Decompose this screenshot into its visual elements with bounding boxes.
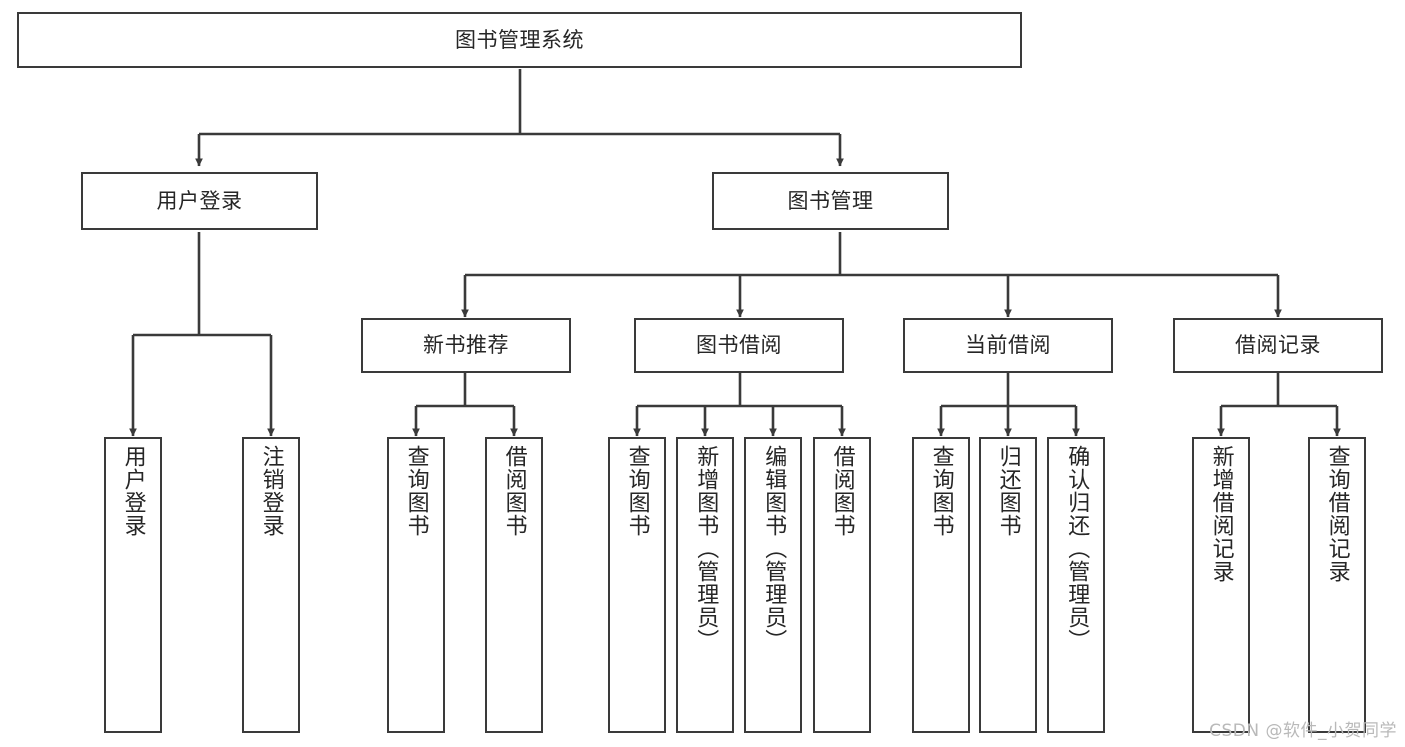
node-borrow-records[interactable]: 借阅记录: [1173, 318, 1383, 373]
leaf-edit-book-admin[interactable]: 编辑图书（管理员）: [744, 437, 802, 733]
node-label: 归还图书: [995, 445, 1021, 537]
leaf-query-borrow-record[interactable]: 查询借阅记录: [1308, 437, 1366, 733]
leaf-user-login[interactable]: 用户登录: [104, 437, 162, 733]
node-new-book-recommend[interactable]: 新书推荐: [361, 318, 571, 373]
node-label: 图书借阅: [696, 333, 782, 357]
node-label: 新书推荐: [423, 333, 509, 357]
node-label: 查询图书: [624, 445, 650, 537]
node-label: 借阅图书: [829, 445, 855, 537]
node-label: 编辑图书（管理员）: [761, 445, 787, 652]
csdn-watermark: CSDN @软件_小贺同学: [1209, 721, 1397, 741]
leaf-query-book-borrow[interactable]: 查询图书: [608, 437, 666, 733]
leaf-add-borrow-record[interactable]: 新增借阅记录: [1192, 437, 1250, 733]
node-label: 图书管理系统: [455, 27, 584, 52]
node-label: 确认归还（管理员）: [1064, 445, 1090, 652]
node-label: 借阅记录: [1235, 333, 1321, 357]
leaf-borrow-book[interactable]: 借阅图书: [813, 437, 871, 733]
node-current-borrow[interactable]: 当前借阅: [903, 318, 1113, 373]
node-label: 查询借阅记录: [1324, 445, 1350, 583]
node-user-login[interactable]: 用户登录: [81, 172, 318, 230]
leaf-borrow-book-recommend[interactable]: 借阅图书: [485, 437, 543, 733]
leaf-add-book-admin[interactable]: 新增图书（管理员）: [676, 437, 734, 733]
node-label: 用户登录: [156, 188, 243, 213]
node-label: 借阅图书: [501, 445, 527, 537]
leaf-confirm-return-admin[interactable]: 确认归还（管理员）: [1047, 437, 1105, 733]
leaf-query-book-current[interactable]: 查询图书: [912, 437, 970, 733]
node-label: 注销登录: [258, 445, 284, 537]
leaf-logout[interactable]: 注销登录: [242, 437, 300, 733]
leaf-return-book[interactable]: 归还图书: [979, 437, 1037, 733]
node-label: 当前借阅: [965, 333, 1051, 357]
node-label: 图书管理: [787, 188, 874, 213]
node-label: 新增借阅记录: [1208, 445, 1234, 583]
node-label: 新增图书（管理员）: [693, 445, 719, 652]
node-label: 查询图书: [928, 445, 954, 537]
node-book-borrow[interactable]: 图书借阅: [634, 318, 844, 373]
node-book-management[interactable]: 图书管理: [712, 172, 949, 230]
node-root-system[interactable]: 图书管理系统: [17, 12, 1022, 68]
node-label: 查询图书: [403, 445, 429, 537]
leaf-query-book-recommend[interactable]: 查询图书: [387, 437, 445, 733]
node-label: 用户登录: [120, 445, 146, 537]
